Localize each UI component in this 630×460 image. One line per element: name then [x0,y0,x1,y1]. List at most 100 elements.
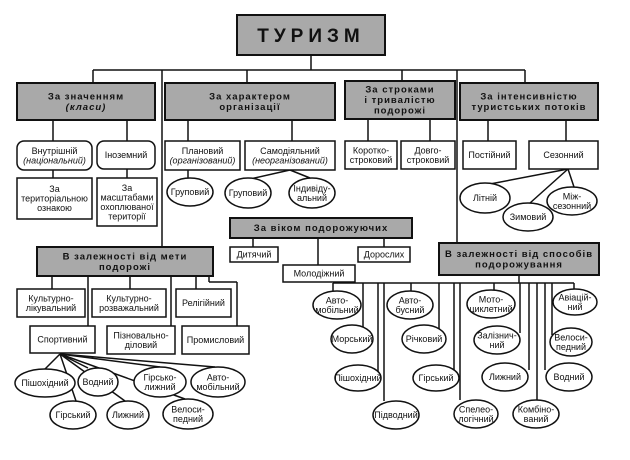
box-node [106,325,176,355]
ellipse-node [288,177,336,209]
node-label: Гірський [55,410,90,420]
category-header-box [16,82,156,121]
node-label: Пішохідний [21,378,68,388]
node-label: За [49,184,59,194]
node-label: Промисловий [187,335,244,345]
node-label: Підводний [374,410,417,420]
node-p-velo: Велоси-педний [549,327,593,357]
node-kultroz: Культурно-розважальний [91,288,167,318]
node-label: Спортивний [37,335,87,345]
node-s-vodn: Водний [77,367,119,397]
node-label: Авіацій- [559,292,592,302]
node-label: подорожування [475,259,563,270]
category-header-box [236,14,386,56]
box-node [91,288,167,318]
ellipse-node [481,362,529,392]
node-label: Культурно- [28,293,73,303]
ellipse-node [502,202,554,232]
node-label: Між- [563,191,582,201]
node-label: територіальною [21,194,88,204]
box-node [175,288,232,318]
node-label: (класи) [66,102,107,113]
node-label: (неорганізований) [252,155,328,165]
node-label: бусний [396,305,425,315]
node-label: За строками [365,85,434,96]
node-label: Лижний [112,410,144,420]
node-inozem: Іноземний [96,140,156,170]
node-relig: Релігійний [175,288,232,318]
node-label: Культурно- [106,293,151,303]
node-s-velo: Велоси-педний [162,398,214,430]
node-dovgo: Довго-строковий [400,140,456,170]
node-grup2: Груповий [224,177,272,209]
box-node [282,264,356,283]
node-p-avto: Авто-мобільний [312,290,362,320]
node-mizhsez: Між-сезонний [546,186,598,216]
node-p-mors: Морський [330,324,374,354]
node-p-moto: Мото-циклетний [466,289,516,319]
node-label: Самодіяльний [260,146,320,156]
node-label: Пішохідний [334,373,381,383]
node-label: Лижний [489,372,521,382]
ellipse-node [466,289,516,319]
connector-line [289,169,311,179]
box-node [16,288,86,318]
node-molod: Молодіжний [282,264,356,283]
node-label: організації [219,102,280,113]
ellipse-node [453,399,499,429]
node-label: логічний [458,414,493,424]
box-node [462,140,517,170]
node-label: (національний) [23,155,86,165]
node-label: Пізновально- [113,330,168,340]
node-label: Водний [82,377,113,387]
node-zymovy: Зимовий [502,202,554,232]
node-label: Річковий [406,334,443,344]
node-label: ТУРИЗМ [257,26,364,47]
node-label: Довго- [414,145,441,155]
box-node [400,140,456,170]
node-label: Дитячий [237,250,272,260]
node-label: За [122,183,132,193]
connector-line [567,168,575,188]
node-s-pish: Пішохідний [14,368,76,398]
ellipse-node [133,366,187,398]
node-s-lyzh: Лижний [106,400,150,430]
connector-line [59,353,216,368]
ellipse-node [312,290,362,320]
ellipse-node [412,364,460,392]
node-label: Авто- [326,295,349,305]
node-label: Груповий [229,188,268,198]
ellipse-node [545,362,593,392]
box-node [344,140,398,170]
node-grup1: Груповий [166,177,214,207]
box-node [164,140,241,171]
ellipse-node [77,367,119,397]
node-samod: Самодіяльний(неорганізований) [244,140,336,171]
node-label: циклетний [469,304,512,314]
node-label: Спелео- [459,404,493,414]
box-node [16,177,93,220]
node-label: сезонний [553,201,591,211]
node-kultlik: Культурно-лікувальний [16,288,86,318]
category-header-box [344,80,456,120]
node-label: Залізнич- [477,330,517,340]
ellipse-node [459,182,511,214]
node-p-speleo: Спелео-логічний [453,399,499,429]
ellipse-node [546,186,598,216]
ellipse-node [166,177,214,207]
node-promysl: Промисловий [181,325,250,355]
connector-line [59,353,161,368]
node-label: Морський [332,334,373,344]
node-label: мобільний [196,382,239,392]
node-label: Іноземний [105,150,148,160]
ellipse-node [190,366,246,398]
node-title: ТУРИЗМ [236,14,386,56]
node-label: Гірський [418,373,453,383]
ellipse-node [14,368,76,398]
node-label: подорожі [374,106,426,117]
node-label: лижний [144,382,175,392]
node-s-girlyzh: Гірсько-лижний [133,366,187,398]
node-label: мобільний [315,305,358,315]
